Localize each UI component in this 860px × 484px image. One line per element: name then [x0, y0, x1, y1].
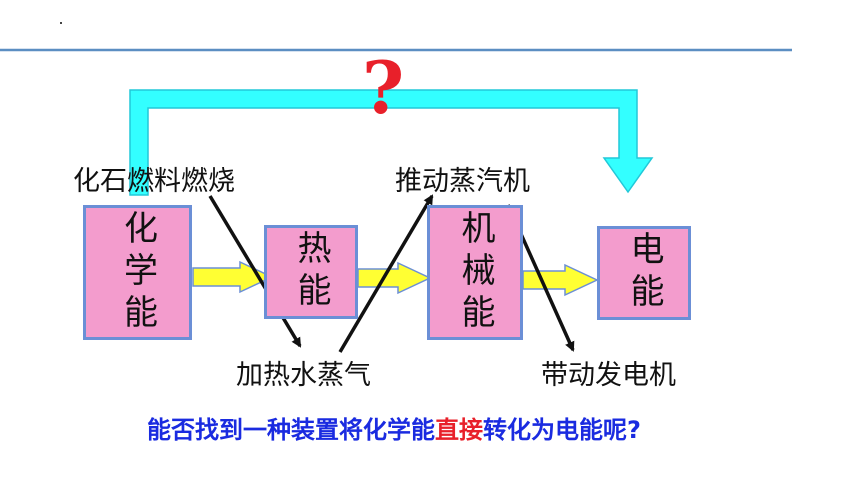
top-cyan-arrow — [129, 89, 654, 196]
question-part2: 转化为电能呢? — [483, 416, 641, 444]
question-text: 能否找到一种装置将化学能直接转化为电能呢? — [147, 418, 641, 442]
chemical-energy-label: 化学能 — [117, 209, 158, 336]
chemical-energy-box: 化学能 — [83, 205, 192, 340]
arrow-steam-to-engine — [338, 194, 434, 353]
electric-energy-box: 电能 — [597, 226, 691, 320]
fuel-burning-label: 化石燃料燃烧 — [73, 166, 235, 197]
drive-generator-label: 带动发电机 — [541, 360, 676, 391]
question-highlight: 直接 — [435, 416, 483, 444]
corner-dot — [60, 22, 62, 24]
mechanical-energy-label: 机械能 — [455, 209, 495, 336]
heat-steam-label: 加热水蒸气 — [236, 360, 371, 391]
electric-energy-label: 电能 — [624, 231, 664, 315]
question-part1: 能否找到一种装置将化学能 — [147, 416, 435, 444]
question-mark: ? — [362, 45, 405, 130]
thermal-energy-label: 热能 — [291, 230, 331, 314]
thermal-energy-box: 热能 — [264, 225, 358, 319]
mechanical-energy-box: 机械能 — [427, 205, 523, 340]
push-engine-label: 推动蒸汽机 — [395, 166, 530, 197]
flow-arrow-thermal-mechanical — [357, 261, 432, 295]
arrow-fuel-to-steam — [208, 195, 302, 348]
flow-arrow-mechanical-electric — [522, 263, 599, 297]
